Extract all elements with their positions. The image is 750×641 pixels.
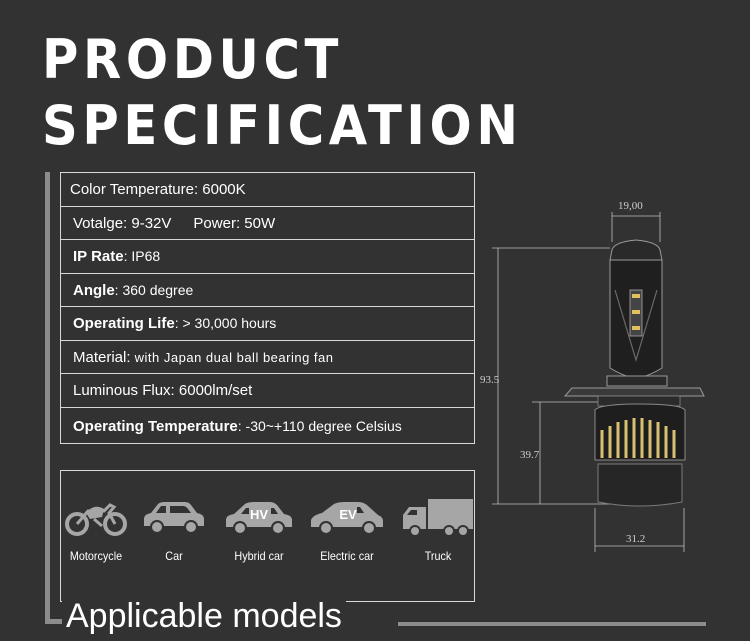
bulb-drawing: [563, 239, 705, 507]
vehicle-label: Motorcycle: [69, 549, 123, 563]
spec-value: : IP68: [123, 248, 161, 264]
dim-top-width: 19,00: [618, 200, 643, 212]
spec-value: : 360 degree: [114, 282, 194, 298]
applicable-models-box: Motorcycle Car HV Hybrid car EV Electric: [60, 470, 475, 602]
spec-label: Angle: [73, 282, 115, 299]
spec-value: with Japan dual ball bearing fan: [130, 350, 334, 365]
spec-label: IP Rate: [73, 248, 124, 265]
car-icon: [144, 502, 204, 534]
vehicle-label: Hybrid car: [234, 549, 284, 563]
spec-label: Material:: [73, 349, 131, 366]
title-line-2: SPECIFICATION: [42, 94, 523, 157]
dim-base-height: 39.7: [520, 449, 540, 461]
bottom-accent-line: [45, 619, 62, 624]
spec-row-material: Material: with Japan dual ball bearing f…: [61, 341, 474, 374]
dim-total-height: 93.5: [480, 374, 500, 386]
vehicle-motorcycle: Motorcycle: [56, 499, 136, 563]
dim-base-width: 31.2: [626, 533, 645, 545]
spec-row-voltage-power: Votalge: 9-32V Power: 50W: [61, 207, 474, 240]
vehicle-car: Car: [134, 499, 214, 563]
vehicle-hybrid-car: HV Hybrid car: [219, 499, 299, 563]
applicable-models-title: Applicable models: [62, 592, 346, 640]
vehicle-label: Truck: [424, 549, 452, 563]
spec-row-color-temp: Color Temperature: 6000K: [61, 173, 474, 207]
spec-label: Operating Life: [73, 315, 175, 332]
electric-car-icon: EV: [311, 502, 383, 535]
hybrid-car-icon: HV: [226, 502, 292, 535]
spec-row-luminous-flux: Luminous Flux: 6000lm/set: [61, 374, 474, 408]
spec-text: Luminous Flux: 6000lm/set: [73, 382, 253, 399]
spec-table: Color Temperature: 6000K Votalge: 9-32V P…: [60, 172, 475, 444]
spec-power: Power: 50W: [193, 215, 276, 232]
spec-row-angle: Angle: 360 degree: [61, 274, 474, 307]
left-accent-line: [45, 172, 50, 624]
spec-row-operating-life: Operating Life: > 30,000 hours: [61, 307, 474, 341]
hv-badge: HV: [250, 507, 268, 522]
spec-row-operating-temp: Operating Temperature: -30~+110 degree C…: [61, 408, 474, 444]
spec-voltage: Votalge: 9-32V: [73, 215, 172, 232]
vehicle-truck: Truck: [398, 499, 478, 563]
ev-badge: EV: [339, 507, 357, 522]
bottom-right-accent-line: [398, 622, 706, 626]
motorcycle-icon: [65, 503, 127, 536]
spec-row-ip-rate: IP Rate: IP68: [61, 240, 474, 274]
bulb-dimension-diagram: 19,00 93.5 39.7 31.2: [480, 200, 705, 552]
title-line-1: PRODUCT: [42, 28, 344, 91]
vehicle-electric-car: EV Electric car: [307, 499, 387, 563]
vehicle-label: Electric car: [320, 549, 374, 563]
truck-icon: [403, 499, 473, 537]
spec-value: : > 30,000 hours: [174, 315, 277, 331]
spec-label: Operating Temperature: [73, 418, 238, 435]
spec-text: Color Temperature: 6000K: [70, 181, 246, 198]
vehicle-label: Car: [165, 549, 183, 563]
spec-value: : -30~+110 degree Celsius: [237, 418, 402, 434]
